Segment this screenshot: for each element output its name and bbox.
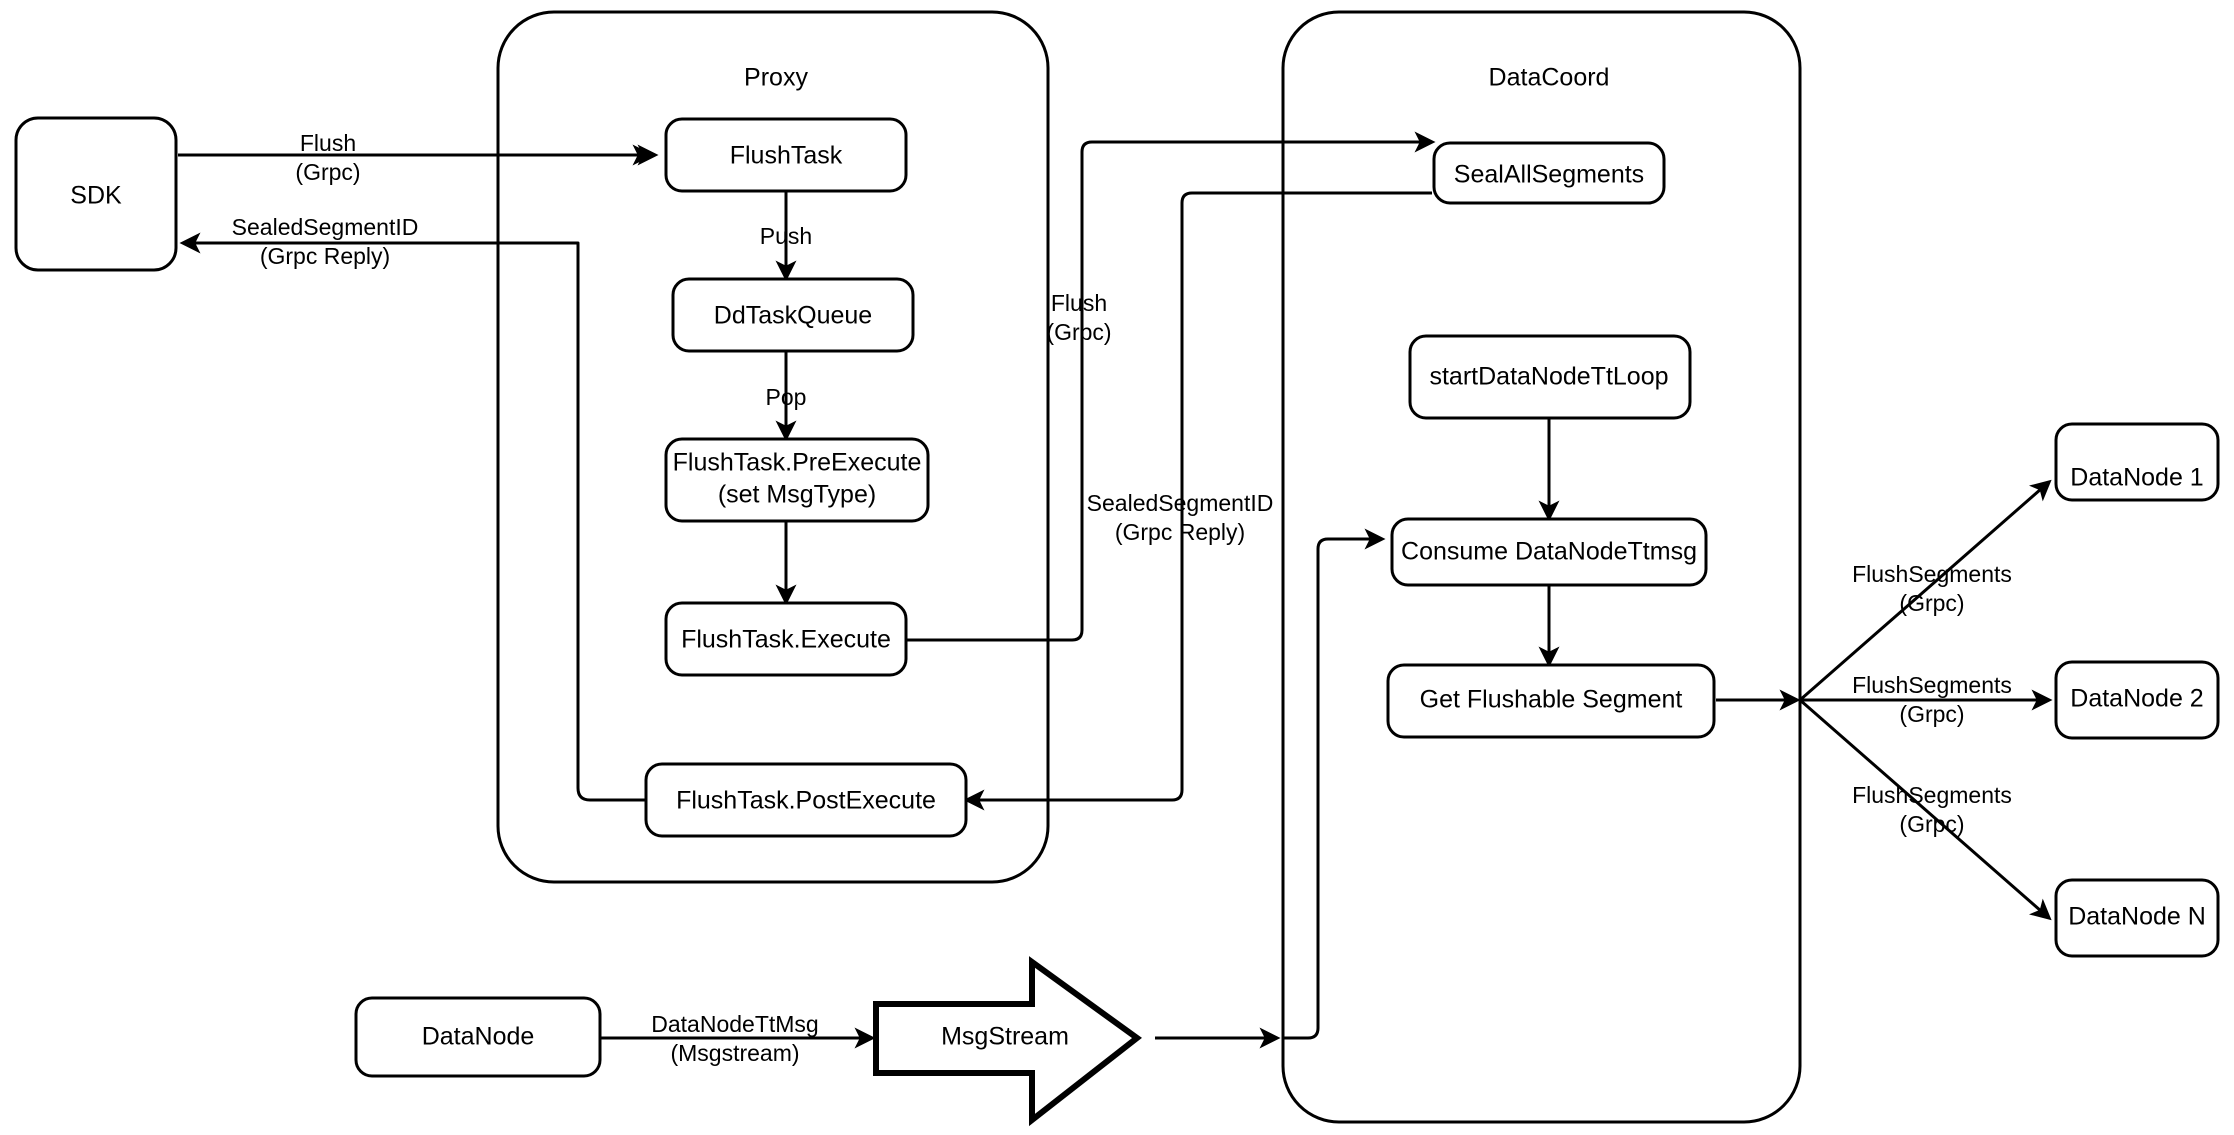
node-flush-task-postexecute-label: FlushTask.PostExecute — [676, 787, 936, 815]
node-sdk-label: SDK — [70, 182, 122, 210]
edge-label-flush-grpc2-line1: Flush — [1051, 290, 1107, 316]
node-datanode-2-label: DataNode 2 — [2070, 685, 2203, 713]
node-datanode-1-label: DataNode 1 — [2070, 464, 2203, 492]
node-get-flushable-segment-label: Get Flushable Segment — [1420, 686, 1683, 714]
edge-label-sealed-segment-id2-line1: SealedSegmentID — [1087, 490, 1274, 516]
node-msgstream[interactable] — [873, 956, 1142, 1127]
edge-postexecute-to-sdk — [179, 232, 645, 802]
node-datanode-2[interactable] — [2054, 660, 2220, 740]
node-seal-all-segments-label: SealAllSegments — [1454, 161, 1644, 189]
node-flush-task-postexecute[interactable] — [644, 762, 968, 838]
node-flush-task-preexecute-line2: (set MsgType) — [718, 481, 876, 509]
node-consume-datanode-ttmsg-label: Consume DataNodeTtmsg — [1401, 538, 1697, 566]
node-flush-task-execute-label: FlushTask.Execute — [681, 626, 891, 654]
edge-label-flush-segments-2-line1: FlushSegments — [1852, 672, 2012, 698]
edge-label-datanode-ttmsg-line2: (Msgstream) — [670, 1040, 799, 1066]
edge-label-sealed-segment-id-line2: (Grpc Reply) — [260, 243, 390, 269]
edge-label-datanode-ttmsg-line1: DataNodeTtMsg — [651, 1011, 818, 1037]
edge-label-flush-segments-n-line1: FlushSegments — [1852, 782, 2012, 808]
node-flush-task-label: FlushTask — [730, 142, 843, 170]
edge-hub-to-datanode-1 — [1799, 479, 2052, 702]
edge-label-push: Push — [760, 223, 812, 249]
node-flush-task-preexecute[interactable] — [664, 437, 930, 523]
node-datanode-n-label: DataNode N — [2068, 903, 2206, 931]
edge-hub-to-datanode-n — [1799, 698, 2052, 921]
node-consume-datanode-ttmsg[interactable] — [1390, 517, 1708, 587]
edge-label-flush-grpc2-line2: (Grpc) — [1046, 319, 1111, 345]
edge-label-flush-segments-1-line2: (Grpc) — [1899, 590, 1964, 616]
edge-label-flush-segments-1-line1: FlushSegments — [1852, 561, 2012, 587]
node-start-datanode-tt-loop[interactable] — [1408, 334, 1692, 420]
edge-label-flush-segments-n-line2: (Grpc) — [1899, 811, 1964, 837]
node-sdk[interactable] — [14, 116, 178, 272]
node-dd-task-queue[interactable] — [671, 277, 915, 353]
node-datanode-producer-label: DataNode — [422, 1023, 535, 1051]
container-datacoord-label: DataCoord — [1489, 64, 1610, 92]
edge-label-pop: Pop — [766, 384, 807, 410]
node-datanode-producer[interactable] — [354, 996, 602, 1078]
node-msgstream-label: MsgStream — [941, 1023, 1069, 1051]
node-datanode-1[interactable] — [2054, 422, 2220, 502]
node-dd-task-queue-label: DdTaskQueue — [714, 302, 872, 330]
node-start-datanode-tt-loop-label: startDataNodeTtLoop — [1429, 363, 1668, 391]
edge-datacoord-inbound-to-consume — [1283, 528, 1386, 1040]
edge-sealallsegments-to-postexecute — [963, 191, 1432, 811]
node-get-flushable-segment[interactable] — [1386, 663, 1716, 739]
edge-label-sealed-segment-id2-line2: (Grpc Reply) — [1115, 519, 1245, 545]
edge-label-flush-segments-2-line2: (Grpc) — [1899, 701, 1964, 727]
edge-label-flush-grpc-line1: Flush — [300, 130, 356, 156]
edge-execute-to-datacoord — [906, 131, 1436, 642]
node-flush-task-execute[interactable] — [664, 601, 908, 677]
node-flush-task-preexecute-line1: FlushTask.PreExecute — [673, 449, 922, 477]
node-seal-all-segments[interactable] — [1432, 141, 1666, 205]
edge-label-sealed-segment-id-line1: SealedSegmentID — [232, 214, 419, 240]
node-datanode-n[interactable] — [2054, 878, 2220, 958]
container-proxy-label: Proxy — [744, 64, 808, 92]
edge-label-flush-grpc-line2: (Grpc) — [295, 159, 360, 185]
node-flush-task[interactable] — [664, 117, 908, 193]
